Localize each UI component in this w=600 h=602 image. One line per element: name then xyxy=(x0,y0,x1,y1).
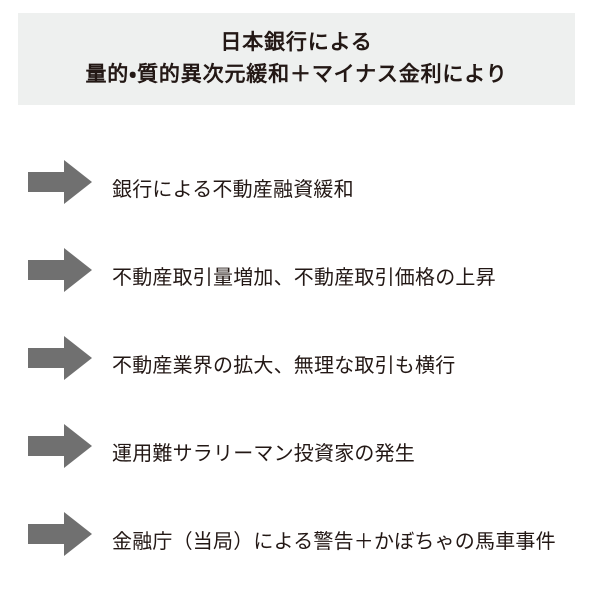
step-label: 不動産業界の拡大、無理な取引も横行 xyxy=(112,355,456,377)
step-row: 運用難サラリーマン投資家の発生 xyxy=(0,410,600,498)
header-title-line-2: 量的・質的異次元緩和＋マイナス金利により xyxy=(85,62,508,86)
arrow-right-icon xyxy=(28,248,92,292)
step-label: 運用難サラリーマン投資家の発生 xyxy=(112,443,415,465)
arrow-right-icon xyxy=(28,160,92,204)
arrow-right-icon xyxy=(28,336,92,380)
header-title-line-1: 日本銀行による xyxy=(220,31,373,55)
arrow-right-icon xyxy=(28,512,92,556)
arrow-right-icon xyxy=(28,424,92,468)
header-banner: 日本銀行による 量的・質的異次元緩和＋マイナス金利により xyxy=(18,13,575,105)
steps-list: 銀行による不動産融資緩和 不動産取引量増加、不動産取引価格の上昇 不動産業界の拡… xyxy=(0,146,600,586)
step-row: 金融庁（当局）による警告＋かぼちゃの馬車事件 xyxy=(0,498,600,586)
step-label: 金融庁（当局）による警告＋かぼちゃの馬車事件 xyxy=(112,531,556,553)
step-row: 銀行による不動産融資緩和 xyxy=(0,146,600,234)
step-label: 不動産取引量増加、不動産取引価格の上昇 xyxy=(112,267,496,289)
step-label: 銀行による不動産融資緩和 xyxy=(112,179,354,201)
step-row: 不動産業界の拡大、無理な取引も横行 xyxy=(0,322,600,410)
step-row: 不動産取引量増加、不動産取引価格の上昇 xyxy=(0,234,600,322)
